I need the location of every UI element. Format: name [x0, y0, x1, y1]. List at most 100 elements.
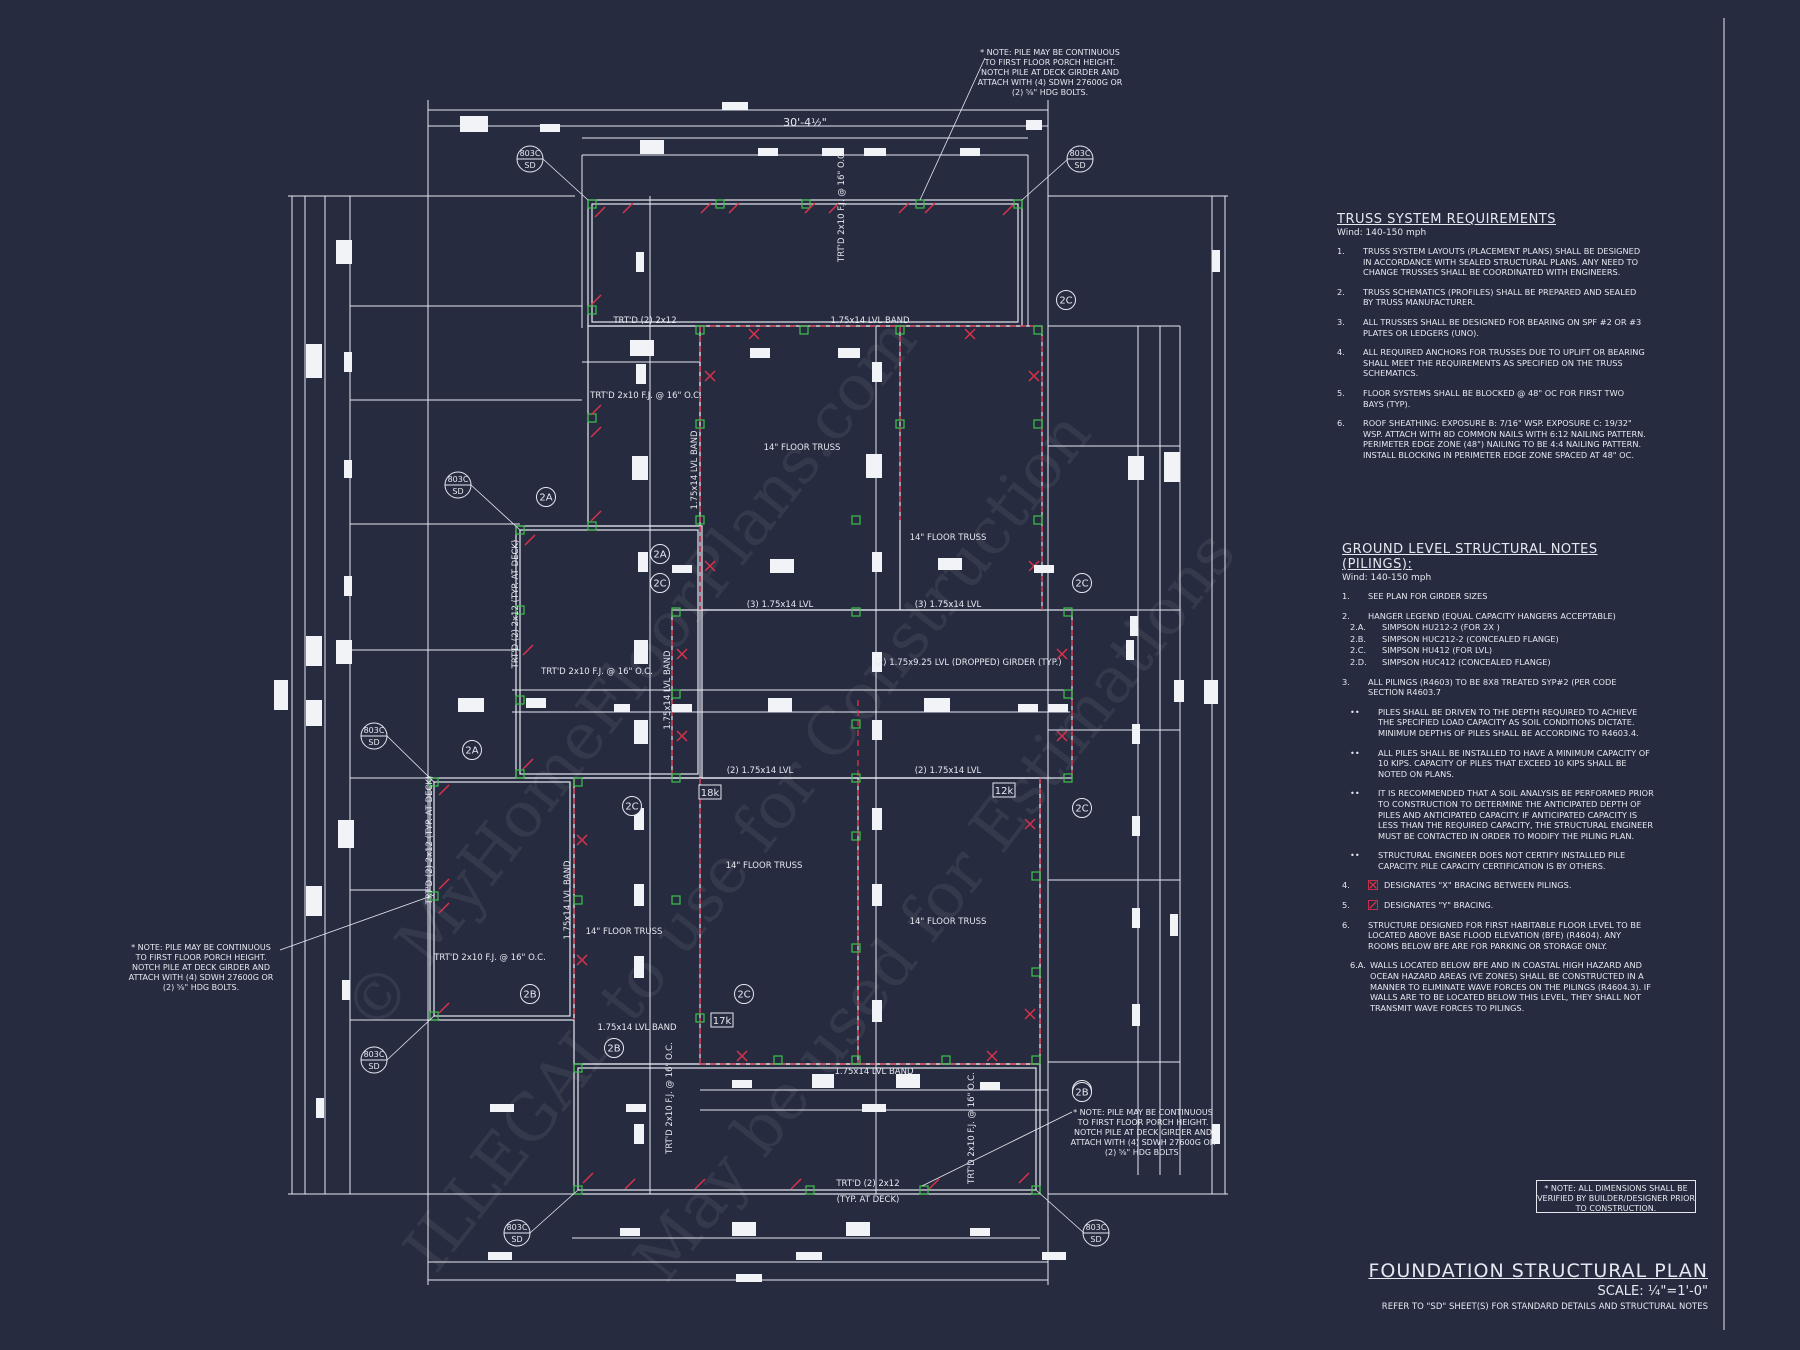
joist-block: [306, 344, 322, 378]
plan-label: TRT'D 2x10 F.J. @ 16" O.C.: [837, 150, 847, 263]
joist-block: [540, 124, 560, 132]
bubble-leader: [1021, 158, 1069, 201]
joist-block: [526, 698, 546, 708]
hanger-tag-label: 2A: [539, 493, 552, 504]
pile-box: [1031, 1185, 1041, 1195]
pile-box: [515, 605, 525, 615]
plan-labels: TRT'D 2x10 F.J. @ 16" O.C. TRT'D (2) 2x12…: [425, 150, 1062, 1205]
joist-block: [1130, 616, 1138, 636]
pile-box: [515, 525, 525, 535]
y-brace-mark: [522, 758, 534, 770]
joist-block: [672, 704, 692, 712]
pile-box: [1033, 419, 1043, 429]
bubble-leader: [529, 1189, 579, 1234]
joist-block: [336, 240, 352, 264]
pile-box: [851, 515, 861, 525]
joist-block: [768, 698, 792, 712]
detail-bubble-sheet: SD: [368, 1062, 379, 1071]
pile-box: [1033, 515, 1043, 525]
bubble-leader: [470, 484, 521, 531]
joist-block: [846, 1222, 870, 1236]
detail-bubble-sheet: SD: [452, 487, 463, 496]
piling-bullet-item: ••IT IS RECOMMENDED THAT A SOIL ANALYSIS…: [1350, 788, 1654, 841]
joist-block: [636, 252, 644, 272]
pile-box: [515, 769, 525, 779]
joist-block: [812, 1074, 834, 1088]
plan-label: 1.75x14 LVL BAND: [690, 430, 700, 510]
joist-block: [634, 720, 648, 744]
pile-box: [671, 689, 681, 699]
pile-box: [773, 1055, 783, 1065]
joist-block: [770, 559, 794, 573]
pile-box: [573, 1063, 583, 1073]
y-brace-mark: [590, 294, 602, 306]
ground-note-2: 2.HANGER LEGEND (EQUAL CAPACITY HANGERS …: [1342, 610, 1616, 621]
joist-block: [614, 704, 630, 712]
joist-block: [1204, 680, 1218, 704]
truss-note-2: 2.TRUSS SCHEMATICS (PROFILES) SHALL BE P…: [1337, 286, 1637, 308]
joist-block: [490, 1104, 514, 1112]
hanger-tag-label: 2C: [653, 579, 666, 590]
joist-block: [458, 698, 484, 712]
hanger-tag: 2C: [1056, 290, 1076, 310]
piling-bullet-item: ••PILES SHALL BE DRIVEN TO THE DEPTH REQ…: [1350, 706, 1639, 738]
sheet-title: FOUNDATION STRUCTURAL PLAN: [1368, 1260, 1708, 1282]
y-brace-mark: [438, 784, 450, 796]
joist-block: [274, 680, 288, 710]
pile-load-value: 18k: [701, 788, 720, 799]
hanger-tag-label: 2C: [1075, 804, 1088, 815]
y-brace-mark: [594, 206, 606, 218]
plan-label: 1.75x14 LVL BAND: [663, 650, 673, 730]
y-brace-mark: [828, 202, 840, 214]
joist-block: [1212, 1124, 1220, 1144]
ground-notes-title: GROUND LEVEL STRUCTURAL NOTES (PILINGS):: [1342, 542, 1598, 572]
y-brace-mark: [898, 202, 910, 214]
joist-block: [1132, 908, 1140, 928]
x-brace-mark: [986, 1050, 998, 1062]
ground-note-5: 5. DESIGNATES "Y" BRACING.: [1342, 900, 1494, 911]
joist-block: [838, 348, 860, 358]
joist-block: [758, 148, 778, 156]
pile-box: [587, 305, 597, 315]
y-brace-mark: [524, 534, 536, 546]
plan-label: TRT'D (2) 2x12 (TYP. AT DECK): [511, 540, 521, 670]
truss-note-6: 6.ROOF SHEATHING: EXPOSURE B: 7/16" WSP.…: [1337, 418, 1646, 460]
joist-block: [316, 1098, 324, 1118]
plan-label: (TYP. AT DECK): [837, 1195, 900, 1205]
joist-block: [1048, 704, 1068, 712]
joist-block: [1126, 640, 1134, 660]
hanger-tag-label: 2B: [1075, 1088, 1088, 1099]
detail-bubble-ref: 803C: [364, 726, 385, 735]
x-brace-mark: [1056, 648, 1068, 660]
truss-system-notes: TRUSS SYSTEM REQUIREMENTS Wind: 140-150 …: [1337, 212, 1647, 470]
pile-callout-left: * NOTE: PILE MAY BE CONTINUOUS TO FIRST …: [128, 943, 274, 992]
joist-block: [938, 558, 962, 570]
ground-note-6a: 6.A.WALLS LOCATED BELOW BFE AND IN COAST…: [1350, 960, 1651, 1013]
joist-block: [620, 1228, 640, 1236]
hanger-tag-label: 2A: [653, 550, 666, 561]
hanger-legend-item: 2.C.SIMPSON HU412 (FOR LVL): [1350, 645, 1493, 656]
plan-label: (3) 1.75x14 LVL: [915, 600, 982, 610]
detail-bubble-sheet: SD: [1074, 161, 1085, 170]
pile-box: [1063, 689, 1073, 699]
truss-note-5: 5.FLOOR SYSTEMS SHALL BE BLOCKED @ 48" O…: [1337, 387, 1625, 409]
piling-bullet-item: ••ALL PILES SHALL BE INSTALLED TO HAVE A…: [1350, 747, 1650, 779]
detail-bubble-ref: 803C: [1086, 1223, 1107, 1232]
plan-label: 1.75x14 LVL BAND: [834, 1067, 914, 1077]
y-brace-mark: [928, 1178, 940, 1190]
detail-bubble-sheet: SD: [1090, 1235, 1101, 1244]
hanger-tag: 2C: [622, 796, 642, 816]
y-brace-mark: [924, 202, 936, 214]
joist-block: [750, 348, 770, 358]
pile-callout-bottom: * NOTE: PILE MAY BE CONTINUOUS TO FIRST …: [1070, 1108, 1216, 1157]
detail-bubble-sheet: SD: [524, 161, 535, 170]
joist-block: [722, 102, 748, 110]
joist-block: [634, 640, 648, 664]
pile-box: [851, 943, 861, 953]
ground-level-notes: GROUND LEVEL STRUCTURAL NOTES (PILINGS):…: [1342, 542, 1654, 1022]
joist-block: [872, 1000, 882, 1022]
